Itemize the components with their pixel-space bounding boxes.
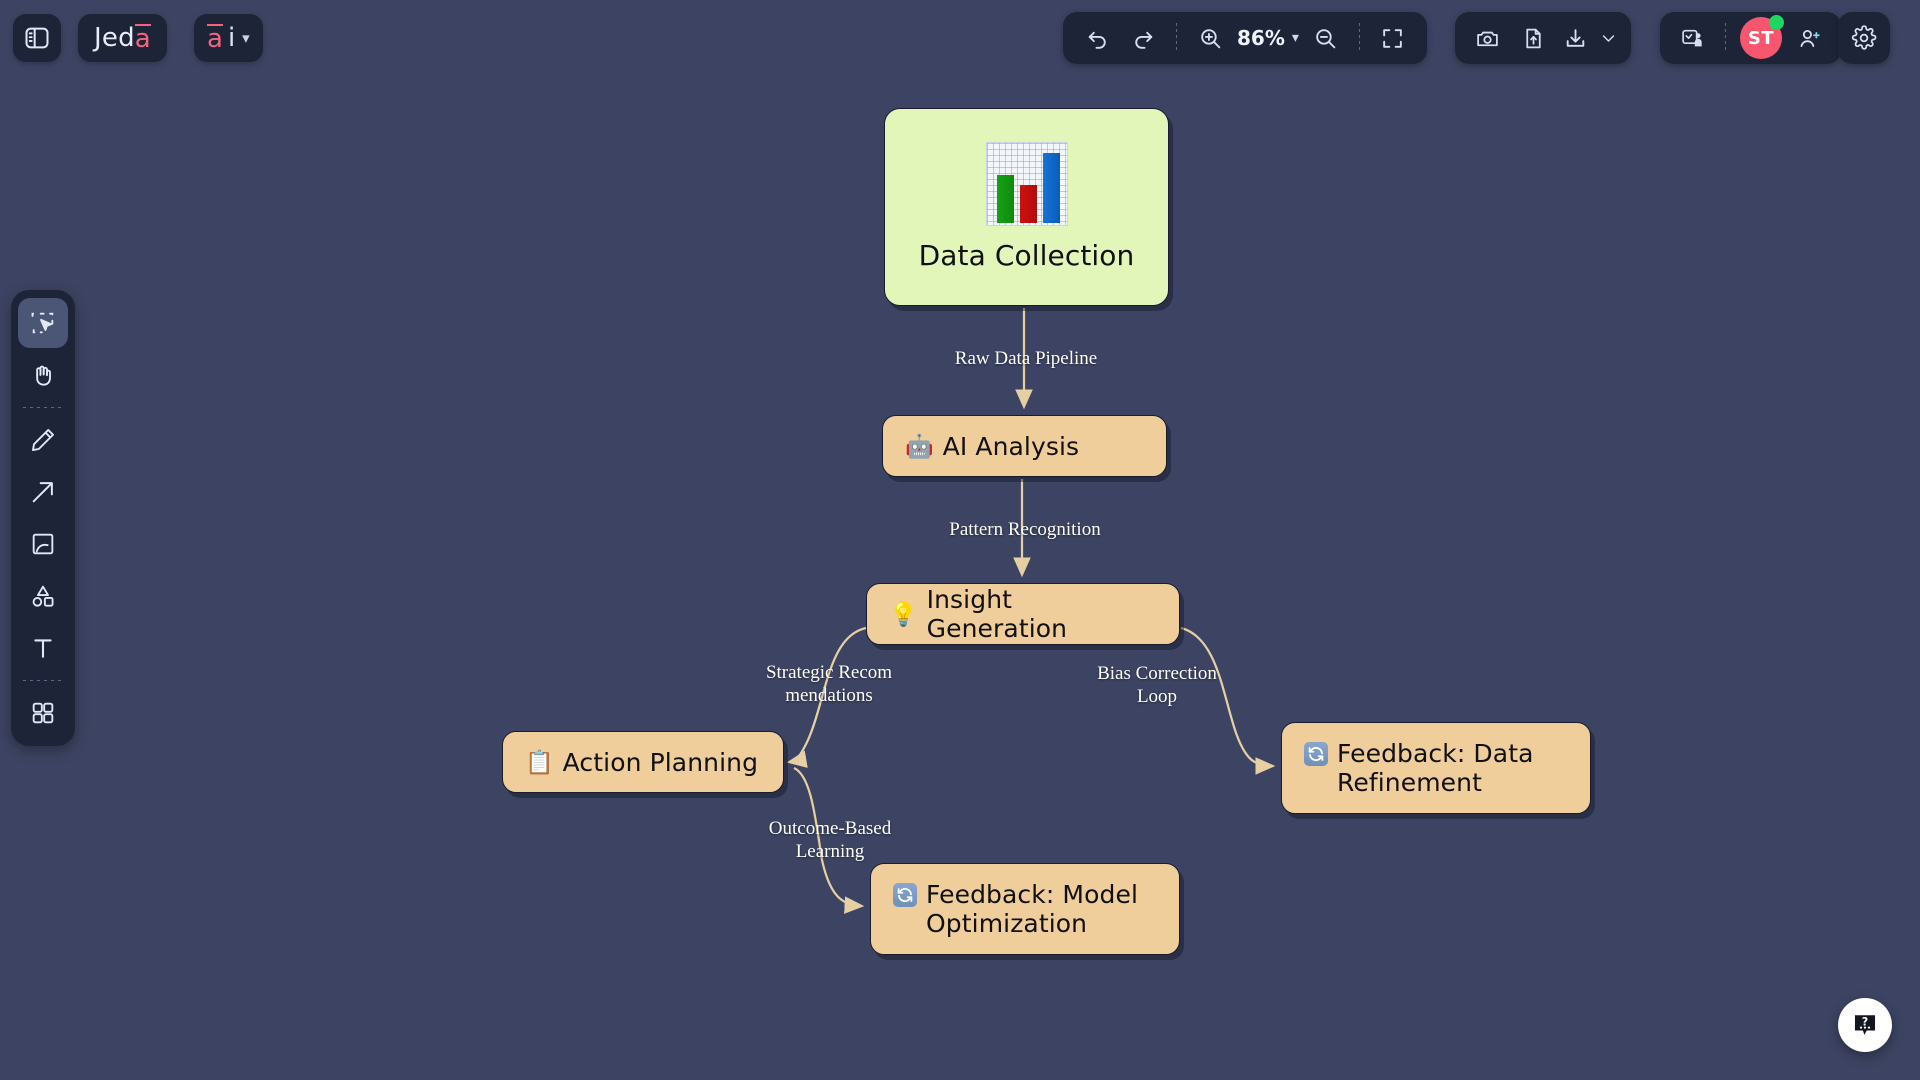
tool-note[interactable] (18, 519, 68, 569)
refresh-icon (893, 883, 917, 907)
edge-bias-correction-loop (1180, 626, 1276, 775)
export-toolbar (1455, 12, 1631, 64)
node-label: Insight Generation (926, 585, 1068, 643)
select-icon (31, 312, 54, 334)
upload-button[interactable] (1511, 16, 1555, 60)
zoom-in-icon (1200, 28, 1220, 48)
shapes-icon (32, 585, 54, 607)
help-button[interactable]: ? (1838, 998, 1892, 1052)
zoom-in-button[interactable] (1188, 16, 1232, 60)
divider (1725, 23, 1726, 53)
node-ai-analysis[interactable]: 🤖 AI Analysis (882, 415, 1167, 477)
divider (23, 407, 63, 408)
panel-icon (25, 27, 49, 49)
presentation-icon (1681, 29, 1702, 46)
download-options-button[interactable] (1595, 16, 1621, 60)
node-feedback-model-optimization[interactable]: Feedback: Model Optimization (870, 863, 1180, 955)
present-button[interactable] (1670, 16, 1714, 60)
refresh-icon (1304, 742, 1328, 766)
redo-button[interactable] (1121, 16, 1165, 60)
fit-screen-icon (1383, 28, 1403, 48)
node-label: Data Collection (918, 238, 1135, 272)
text-icon (34, 639, 52, 658)
note-icon (32, 533, 54, 555)
download-button[interactable] (1557, 16, 1593, 60)
node-label: Feedback: Data Refinement (1337, 739, 1534, 797)
invite-user-button[interactable] (1787, 16, 1831, 60)
gear-icon (1851, 25, 1877, 50)
sidebar-panel-toggle-button[interactable] (13, 14, 61, 62)
tool-pen[interactable] (18, 415, 68, 465)
download-icon (1566, 28, 1584, 47)
divider (1176, 23, 1177, 53)
screenshot-button[interactable] (1465, 16, 1509, 60)
redo-icon (1134, 31, 1152, 49)
apps-grid-icon (32, 702, 54, 724)
node-label: AI Analysis (942, 431, 1080, 461)
chevron-down-icon: ▾ (1291, 30, 1299, 46)
file-upload-icon (1525, 28, 1541, 48)
zoom-level-dropdown[interactable]: 86% ▾ (1234, 26, 1302, 50)
tool-hand[interactable] (18, 350, 68, 400)
zoom-out-icon (1316, 28, 1336, 48)
add-user-icon (1800, 29, 1820, 47)
divider (23, 680, 63, 681)
brand-ai-i: i (227, 23, 236, 53)
settings-button[interactable] (1838, 12, 1890, 64)
avatar[interactable]: ST (1740, 15, 1784, 59)
node-data-collection[interactable]: Data Collection (884, 108, 1169, 306)
node-label: Action Planning (562, 747, 759, 777)
node-insight-generation[interactable]: 💡 Insight Generation (866, 583, 1180, 645)
node-action-planning[interactable]: 📋 Action Planning (502, 731, 784, 793)
edge-strategic-recommendations (786, 626, 867, 768)
divider (1358, 23, 1360, 53)
pen-icon (32, 429, 54, 451)
fit-to-screen-button[interactable] (1371, 16, 1415, 60)
brand-text: Jed (94, 23, 135, 53)
bulb-icon: 💡 (889, 601, 918, 628)
chevron-down-icon: ▾ (242, 29, 250, 47)
tool-text[interactable] (18, 623, 68, 673)
zoom-out-button[interactable] (1304, 16, 1348, 60)
bar-chart-icon (985, 141, 1068, 226)
status-badge-online (1769, 15, 1784, 30)
hand-icon (36, 365, 51, 386)
tool-shapes[interactable] (18, 571, 68, 621)
tool-select[interactable] (18, 298, 68, 348)
collaboration-toolbar: ST (1660, 12, 1841, 64)
tool-arrow[interactable] (18, 467, 68, 517)
brand-text-accent: a (134, 24, 151, 55)
tool-palette (11, 290, 75, 746)
camera-icon (1476, 31, 1498, 46)
zoom-toolbar: 86% ▾ (1063, 12, 1427, 64)
arrow-icon (32, 482, 53, 503)
chevron-down-icon (1602, 34, 1614, 42)
robot-icon: 🤖 (905, 433, 934, 460)
help-icon: ? (1854, 1015, 1876, 1035)
node-label: Feedback: Model Optimization (926, 880, 1138, 938)
tool-apps[interactable] (18, 688, 68, 738)
svg-text:?: ? (1862, 1016, 1868, 1029)
node-feedback-data-refinement[interactable]: Feedback: Data Refinement (1281, 722, 1591, 814)
undo-button[interactable] (1075, 16, 1119, 60)
brand-ai-a: a (207, 24, 223, 55)
edge-outcome-based-learning (793, 766, 865, 914)
zoom-level-value: 86% (1237, 26, 1285, 50)
undo-icon (1088, 31, 1106, 49)
clipboard-icon: 📋 (525, 749, 554, 776)
